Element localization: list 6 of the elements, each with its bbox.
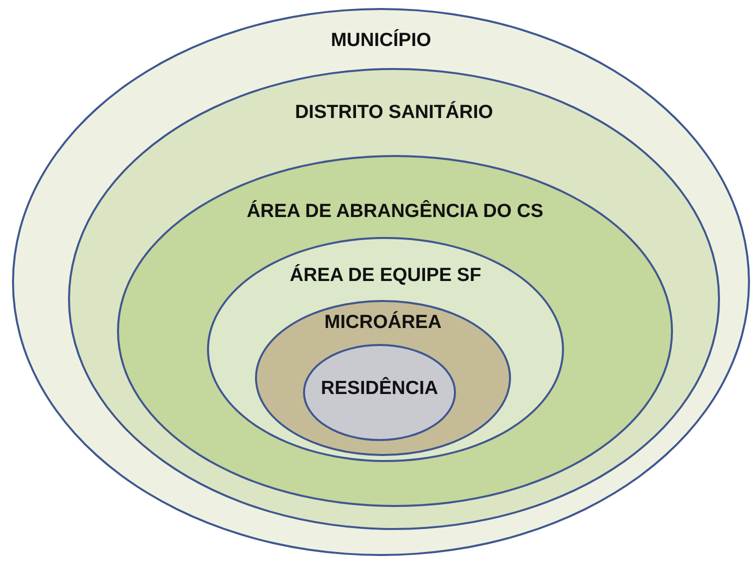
zone-label: RESIDÊNCIA: [320, 378, 438, 400]
zone-label: ÁREA DE EQUIPE SF: [290, 265, 482, 287]
zone-label: ÁREA DE ABRANGÊNCIA DO CS: [246, 201, 544, 223]
zone-label: DISTRITO SANITÁRIO: [294, 102, 494, 124]
zone-label: MICROÁREA: [324, 312, 442, 334]
zone-label: MUNICÍPIO: [330, 30, 432, 52]
